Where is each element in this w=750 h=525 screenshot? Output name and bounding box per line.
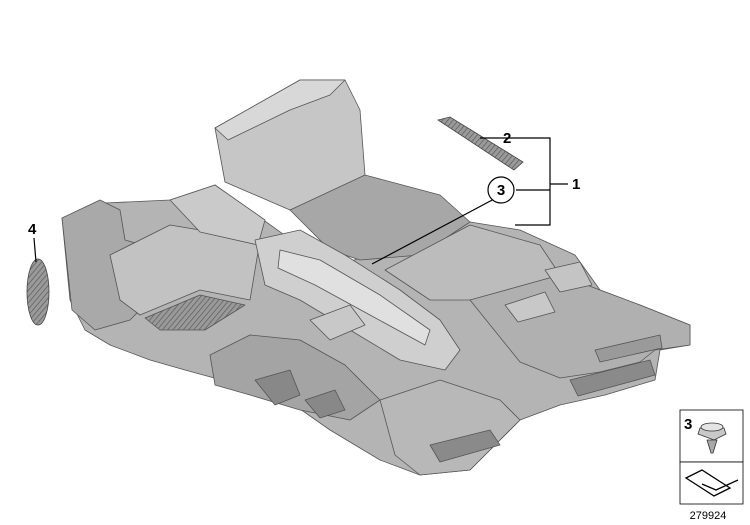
callout-3-circle bbox=[487, 176, 515, 204]
document-number: 279924 bbox=[690, 510, 727, 522]
front-left-cutouts bbox=[254, 369, 346, 419]
legend-part-number: 3 bbox=[684, 416, 692, 433]
front-bulkhead-top bbox=[214, 79, 346, 141]
right-mid-sill-pad bbox=[594, 334, 663, 363]
callout-3: 3 bbox=[497, 182, 505, 199]
center-tunnel-ridge bbox=[277, 249, 431, 346]
parts-legend: 3 279924 bbox=[679, 409, 744, 522]
vehicle-direction-arrow-icon bbox=[684, 469, 739, 497]
right-sill-pad bbox=[569, 359, 656, 397]
part-2-insulation-strip bbox=[437, 116, 524, 171]
front-left-sill-pad bbox=[429, 429, 501, 463]
callout-2: 2 bbox=[503, 130, 511, 147]
push-clip-icon bbox=[697, 422, 727, 454]
rear-right-bump bbox=[544, 261, 593, 293]
seat-mount-right bbox=[504, 291, 556, 323]
callout-1: 1 bbox=[572, 176, 580, 193]
rear-left-footwell-pad bbox=[144, 294, 246, 331]
front-left-lower-floor bbox=[379, 379, 521, 476]
part-4-oval-pad bbox=[26, 258, 50, 326]
callout-leaders bbox=[33, 137, 568, 265]
floor-carpet-illustration bbox=[61, 79, 691, 476]
rear-floor-surface bbox=[109, 224, 261, 316]
callout-4: 4 bbox=[28, 221, 37, 238]
seat-mount-left bbox=[309, 304, 366, 341]
rear-seat-rise bbox=[169, 184, 266, 246]
